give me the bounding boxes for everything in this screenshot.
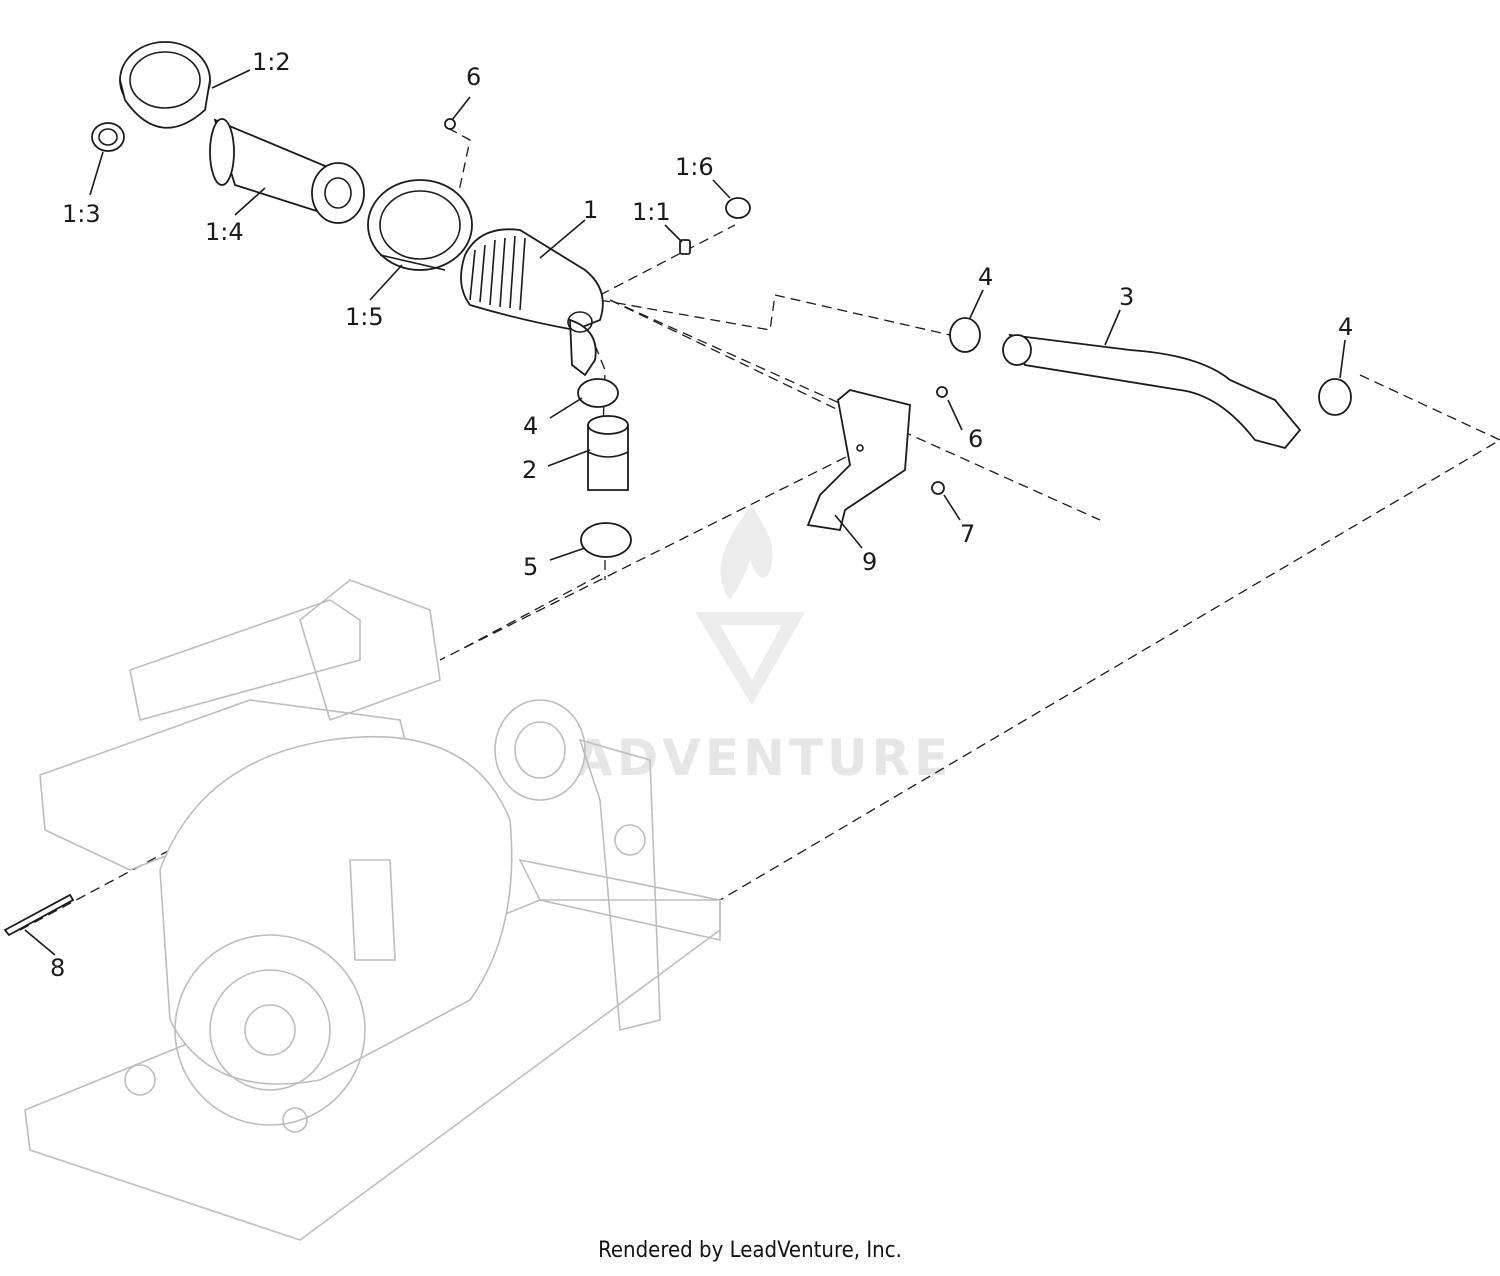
intake-tube-3[interactable] bbox=[1002, 333, 1302, 450]
air-cleaner-assembly[interactable] bbox=[460, 228, 604, 377]
callout-4-right: 4 bbox=[1338, 313, 1353, 341]
callout-labels: 1:2 1:3 1:4 1:5 1 1:1 1:6 6 4 3 4 4 2 5 … bbox=[50, 48, 1353, 982]
callout-1-1: 1:1 bbox=[632, 198, 671, 226]
callout-4-left: 4 bbox=[523, 412, 538, 440]
callout-6-top: 6 bbox=[466, 63, 481, 91]
callout-7: 7 bbox=[960, 520, 975, 548]
cap-1-6[interactable] bbox=[725, 197, 751, 219]
callout-9: 9 bbox=[862, 548, 877, 576]
callout-2: 2 bbox=[522, 456, 537, 484]
footer-credit: Rendered by LeadVenture, Inc. bbox=[598, 1238, 902, 1263]
callout-3: 3 bbox=[1119, 283, 1134, 311]
bolt-7[interactable] bbox=[931, 481, 945, 495]
callout-1-4: 1:4 bbox=[205, 218, 244, 246]
callout-5: 5 bbox=[523, 553, 538, 581]
safety-filter-element[interactable] bbox=[367, 179, 473, 271]
callout-1-6: 1:6 bbox=[675, 153, 714, 181]
callout-1: 1 bbox=[583, 196, 598, 224]
hose-clamp-5[interactable] bbox=[580, 522, 632, 558]
mounting-bracket-9[interactable] bbox=[806, 389, 911, 532]
engine-and-frame-outline bbox=[24, 579, 721, 1241]
vacuator-valve[interactable] bbox=[91, 122, 125, 152]
callout-6-right: 6 bbox=[968, 425, 983, 453]
hose-clamp-4-left[interactable] bbox=[577, 378, 619, 408]
screw-6-top[interactable] bbox=[444, 118, 456, 130]
callout-1-2: 1:2 bbox=[252, 48, 291, 76]
screw-6-right[interactable] bbox=[936, 386, 948, 398]
leader-lines bbox=[24, 69, 1346, 956]
callout-1-5: 1:5 bbox=[345, 303, 384, 331]
callout-1-3: 1:3 bbox=[62, 200, 101, 228]
hose-clamp-4-mid[interactable] bbox=[949, 317, 981, 353]
callout-4-mid: 4 bbox=[978, 263, 993, 291]
watermark-flame-icon bbox=[720, 505, 773, 600]
callout-8: 8 bbox=[50, 954, 65, 982]
fitting-1-1[interactable] bbox=[679, 239, 691, 255]
pin-8[interactable] bbox=[3, 893, 75, 937]
intake-hose-2[interactable] bbox=[587, 415, 629, 491]
primary-filter-element[interactable] bbox=[209, 118, 365, 224]
hose-clamp-4-right[interactable] bbox=[1318, 378, 1352, 416]
watermark-v-icon bbox=[695, 612, 805, 705]
air-cleaner-cover[interactable] bbox=[119, 41, 211, 129]
